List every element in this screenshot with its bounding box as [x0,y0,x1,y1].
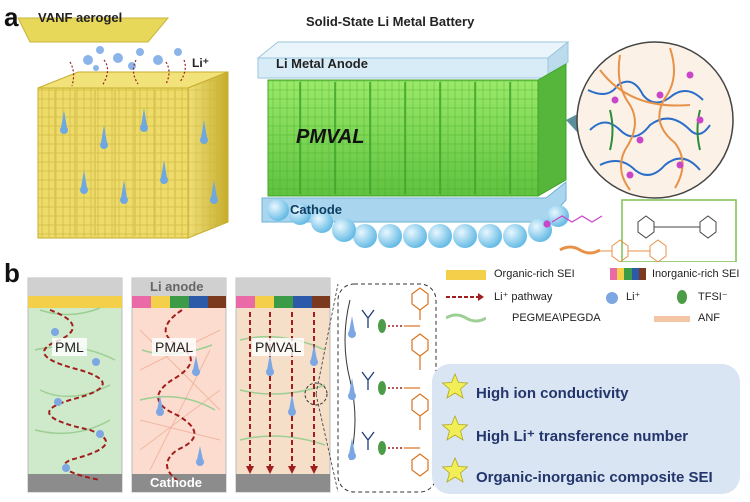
features-box [432,364,740,494]
pegmea-icon [446,313,486,323]
polymer-structure-box [621,199,737,262]
column-label-pml: PML [52,338,87,356]
tfsi-legend-icon [677,290,687,304]
anf-structure [600,239,667,262]
battery-title: Solid-State Li Metal Battery [306,14,475,29]
li-ion-label: Li⁺ [192,56,209,70]
anf-chain-icon [559,245,601,255]
feature-transference-number: High Li⁺ transference number [476,428,689,445]
li-ion-legend-icon [606,292,618,304]
pegmea-label: PEGMEA\PEGDA [512,312,601,324]
column-pml [27,277,123,493]
column-label-pmal: PMAL [152,338,197,356]
anf-legend-swatch [654,316,690,322]
column-label-pmval: PMVAL [252,338,305,356]
li-pathway-label: Li⁺ pathway [494,291,553,303]
li-ion-legend-label: Li⁺ [626,291,641,303]
li-anode-label: Li anode [150,279,204,294]
star-icon [441,372,469,399]
cathode-slab [261,180,567,223]
panel-a-illustration [17,17,737,262]
zoom-circle [576,41,734,199]
panel-b-letter: b [4,258,20,288]
electrolyte-label: PMVAL [296,126,365,148]
feature-ion-conductivity: High ion conductivity [476,385,629,402]
column-pmval [235,277,331,493]
zoom-li-ions [611,71,704,179]
legend: Organic-rich SEI Inorganic-rich SEI Li⁺ … [446,264,746,364]
panel-b-columns [27,277,437,493]
feature-composite-sei: Organic-inorganic composite SEI [476,469,713,486]
organic-sei-swatch [446,270,486,280]
aerogel-top-plate [17,17,170,43]
interaction-rows [348,287,429,477]
anf-legend-label: ANF [698,312,720,324]
electrolyte-side [537,63,567,197]
li-ions-above [83,46,182,71]
aerogel-label: VANF aerogel [38,10,123,25]
star-icon [441,456,469,483]
inorganic-sei-label: Inorganic-rich SEI [652,268,740,280]
cathode-bottom-label: Cathode [150,475,202,490]
anode-label: Li Metal Anode [276,56,368,71]
tfsi-structure [543,215,603,228]
panel-a-letter: a [4,2,19,32]
column-pmal [131,277,227,493]
li-pathway-icon [446,293,484,301]
star-icon [441,414,469,441]
feature-stars [441,372,469,483]
inorganic-sei-swatch [610,268,647,280]
organic-sei-label: Organic-rich SEI [494,268,575,280]
aerogel-li-ions [60,108,218,204]
cathode-particles [267,199,569,248]
tfsi-legend-label: TFSI⁻ [698,291,728,303]
cathode-label: Cathode [290,202,342,217]
